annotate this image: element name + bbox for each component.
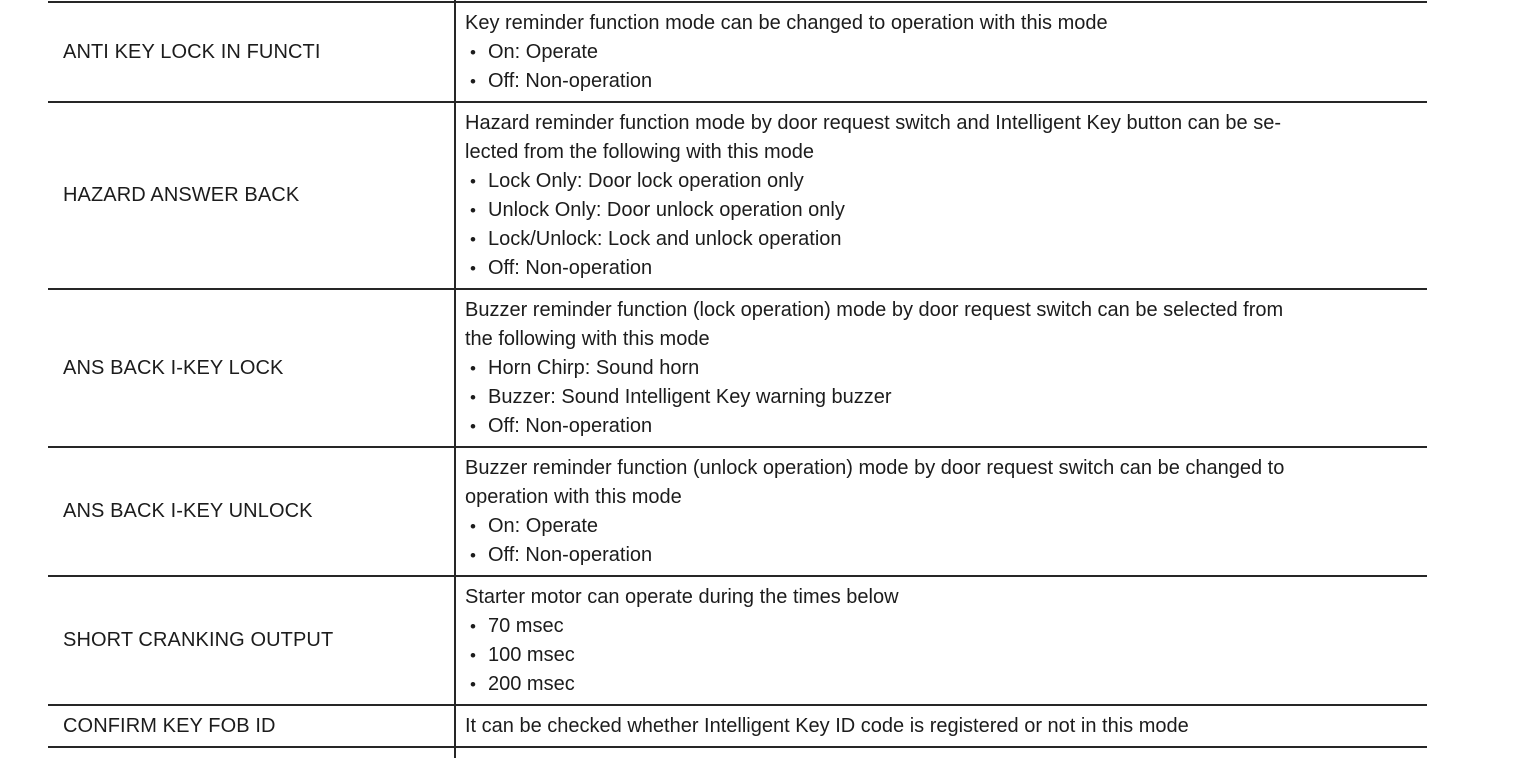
description-cell: Buzzer reminder function (unlock operati… — [454, 448, 1427, 575]
bullet-icon: • — [470, 616, 476, 636]
description-cell: It can be checked whether Intelligent Ke… — [454, 706, 1427, 746]
bullet-icon: • — [470, 258, 476, 278]
bullet-text: Off: Non-operation — [488, 69, 653, 92]
work-support-item-label: SHORT CRANKING OUTPUT — [63, 629, 334, 651]
description-line: Hazard reminder function mode by door re… — [465, 111, 1282, 134]
table-column-divider — [454, 0, 456, 758]
work-support-item-cell: CONFIRM KEY FOB ID — [48, 706, 454, 746]
bullet-icon: • — [470, 516, 476, 536]
description-line: lected from the following with this mode — [465, 140, 815, 163]
description-line: Buzzer reminder function (lock operation… — [465, 298, 1284, 321]
work-support-table: ANTI KEY LOCK IN FUNCTI Key reminder fun… — [48, 1, 1427, 748]
bullet-item: • Off: Non-operation — [465, 541, 1421, 570]
bullet-item: • 200 msec — [465, 670, 1421, 699]
work-support-item-cell: SHORT CRANKING OUTPUT — [48, 577, 454, 704]
bullet-text: On: Operate — [488, 40, 599, 63]
bullet-item: • Off: Non-operation — [465, 67, 1421, 96]
bullet-icon: • — [470, 545, 476, 565]
table-row: CONFIRM KEY FOB ID It can be checked whe… — [48, 704, 1427, 748]
bullet-icon: • — [470, 358, 476, 378]
bullet-item: • 100 msec — [465, 641, 1421, 670]
description-line: Starter motor can operate during the tim… — [465, 585, 899, 608]
bullet-item: • Buzzer: Sound Intelligent Key warning b… — [465, 383, 1421, 412]
work-support-item-label: HAZARD ANSWER BACK — [63, 184, 300, 206]
bullet-text: Lock Only: Door lock operation only — [488, 169, 804, 192]
table-row: HAZARD ANSWER BACK Hazard reminder funct… — [48, 101, 1427, 288]
bullet-item: • Off: Non-operation — [465, 254, 1421, 283]
bullet-icon: • — [470, 200, 476, 220]
work-support-item-cell: HAZARD ANSWER BACK — [48, 103, 454, 288]
work-support-item-label: ANTI KEY LOCK IN FUNCTI — [63, 40, 321, 63]
bullet-icon: • — [470, 229, 476, 249]
bullet-item: • Lock/Unlock: Lock and unlock operation — [465, 225, 1421, 254]
bullet-item: • On: Operate — [465, 512, 1421, 541]
description-line: Key reminder function mode can be change… — [465, 11, 1108, 34]
bullet-text: Buzzer: Sound Intelligent Key warning bu… — [488, 385, 892, 408]
work-support-item-label: ANS BACK I-KEY UNLOCK — [63, 500, 313, 522]
bullet-text: Unlock Only: Door unlock operation only — [488, 198, 845, 221]
description-line: operation with this mode — [465, 485, 682, 508]
bullet-text: Off: Non-operation — [488, 414, 653, 437]
bullet-item: • Lock Only: Door lock operation only — [465, 167, 1421, 196]
bullet-icon: • — [470, 645, 476, 665]
description-cell: Key reminder function mode can be change… — [454, 3, 1427, 101]
table-row: ANTI KEY LOCK IN FUNCTI Key reminder fun… — [48, 1, 1427, 101]
work-support-item-cell: ANTI KEY LOCK IN FUNCTI — [48, 3, 454, 101]
work-support-item-cell: ANS BACK I-KEY UNLOCK — [48, 448, 454, 575]
table-row: ANS BACK I-KEY UNLOCK Buzzer reminder fu… — [48, 446, 1427, 575]
bullet-text: Off: Non-operation — [488, 543, 653, 566]
bullet-icon: • — [470, 42, 476, 62]
description-line: the following with this mode — [465, 327, 710, 350]
bullet-icon: • — [470, 416, 476, 436]
bullet-icon: • — [470, 387, 476, 407]
bullet-text: 100 msec — [488, 643, 575, 666]
bullet-item: • Off: Non-operation — [465, 412, 1421, 441]
work-support-item-cell: ANS BACK I-KEY LOCK — [48, 290, 454, 446]
bullet-text: On: Operate — [488, 514, 599, 537]
bullet-icon: • — [470, 71, 476, 91]
bullet-text: 200 msec — [488, 672, 575, 695]
description-line: It can be checked whether Intelligent Ke… — [465, 714, 1189, 737]
bullet-text: Lock/Unlock: Lock and unlock operation — [488, 227, 842, 250]
description-line: Buzzer reminder function (unlock operati… — [465, 456, 1285, 479]
description-cell: Starter motor can operate during the tim… — [454, 577, 1427, 704]
bullet-item: • Unlock Only: Door unlock operation only — [465, 196, 1421, 225]
bullet-icon: • — [470, 674, 476, 694]
bullet-text: Off: Non-operation — [488, 256, 653, 279]
table-row: SHORT CRANKING OUTPUT Starter motor can … — [48, 575, 1427, 704]
work-support-item-label: CONFIRM KEY FOB ID — [63, 714, 276, 737]
description-cell: Hazard reminder function mode by door re… — [454, 103, 1427, 288]
description-cell: Buzzer reminder function (lock operation… — [454, 290, 1427, 446]
bullet-text: 70 msec — [488, 614, 564, 637]
bullet-item: • 70 msec — [465, 612, 1421, 641]
table-row: ANS BACK I-KEY LOCK Buzzer reminder func… — [48, 288, 1427, 446]
work-support-item-label: ANS BACK I-KEY LOCK — [63, 356, 284, 379]
bullet-text: Horn Chirp: Sound horn — [488, 356, 700, 379]
bullet-item: • Horn Chirp: Sound horn — [465, 354, 1421, 383]
bullet-item: • On: Operate — [465, 38, 1421, 67]
bullet-icon: • — [470, 171, 476, 191]
